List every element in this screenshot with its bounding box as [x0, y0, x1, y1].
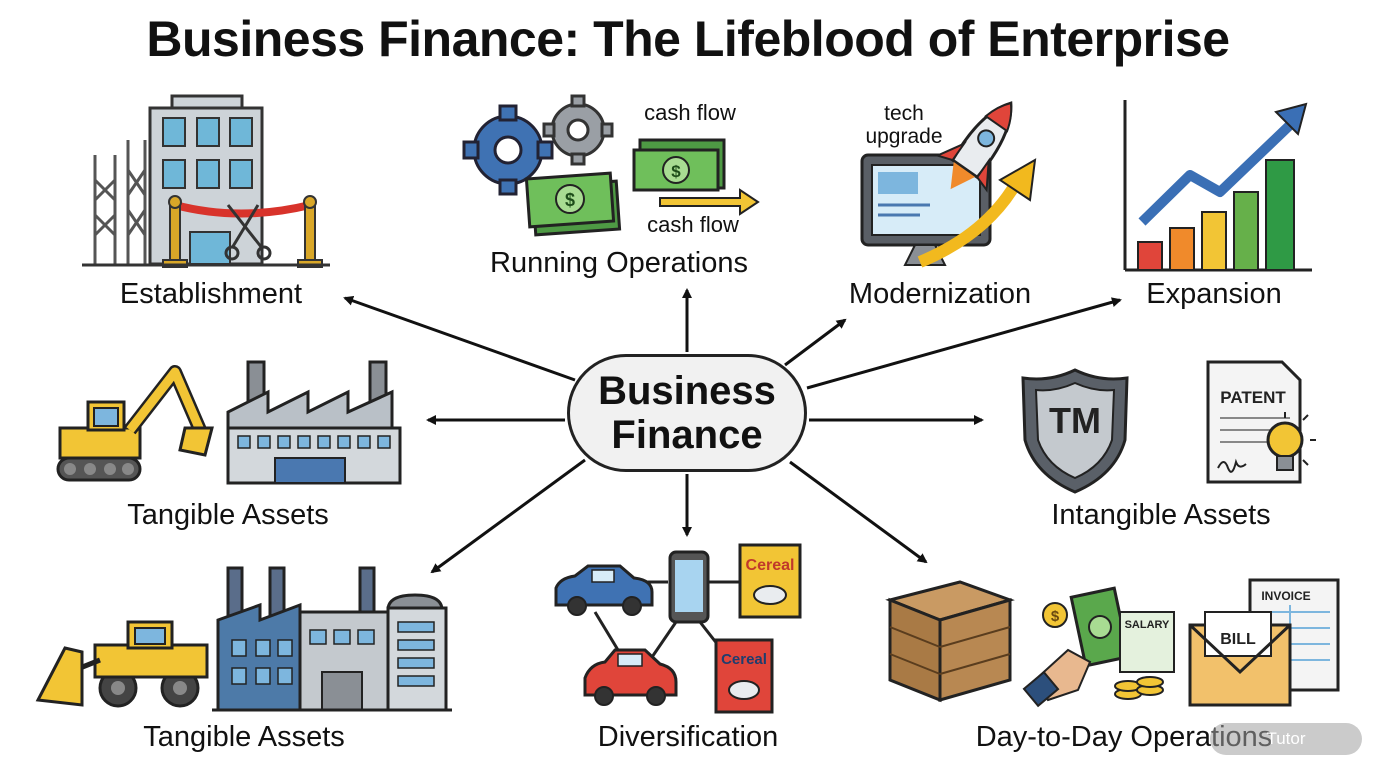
- chart-bar: [1169, 227, 1195, 271]
- rocket-icon: [934, 101, 1013, 193]
- arrow-tangible-assets-bottom: [430, 458, 586, 574]
- label-running-operations: Running Operations: [490, 247, 748, 279]
- svg-text:SALARY: SALARY: [1125, 619, 1170, 631]
- cash-flow-label: cash flow: [647, 212, 739, 237]
- arrow-modernization: [784, 318, 847, 367]
- label-diversification: Diversification: [597, 721, 779, 753]
- expansion-illustration: [1123, 100, 1312, 272]
- diversification-illustration: Cereal Cereal: [554, 543, 802, 714]
- chart-bar: [1233, 191, 1259, 271]
- smartphone-icon: [668, 550, 710, 624]
- factory-icon: [212, 566, 452, 712]
- hub-label-line1: Business: [598, 369, 776, 413]
- establishment-illustration: [82, 94, 330, 268]
- tangible-assets-top-illustration: [56, 360, 402, 485]
- intangible-assets-illustration: TM PATENT: [1021, 360, 1316, 494]
- cereal-box-icon: Cereal: [714, 638, 774, 714]
- chart-bar: [1137, 241, 1163, 271]
- cereal-box-icon: Cereal: [738, 543, 802, 619]
- svg-text:TM: TM: [1049, 400, 1101, 441]
- chart-bar: [1201, 211, 1227, 271]
- modernization-illustration: tech upgrade: [860, 101, 1037, 268]
- watermark-badge: Tutor: [1210, 723, 1362, 755]
- trademark-shield-icon: TM: [1021, 368, 1129, 494]
- svg-text:$: $: [671, 162, 681, 181]
- svg-text:Cereal: Cereal: [721, 651, 767, 668]
- cash-bills-icon: $ $: [524, 138, 726, 237]
- bulldozer-icon: [35, 620, 209, 708]
- label-tangible-assets-bottom: Tangible Assets: [143, 721, 345, 753]
- arrow-establishment: [343, 295, 576, 382]
- bill-envelope-icon: BILL: [1188, 611, 1292, 707]
- hub-label-line2: Finance: [611, 413, 763, 457]
- label-modernization: Modernization: [848, 278, 1032, 310]
- factory-icon: [226, 360, 402, 485]
- chart-bar: [1265, 159, 1295, 271]
- hub-node: Business Finance: [567, 354, 807, 472]
- svg-text:PATENT: PATENT: [1220, 388, 1286, 407]
- svg-text:tech: tech: [884, 102, 924, 125]
- gear-icon: [542, 94, 614, 166]
- running-operations-illustration: $ $ cash flow cash flow: [462, 94, 760, 237]
- arrow-expansion: [806, 297, 1122, 390]
- svg-text:upgrade: upgrade: [865, 125, 942, 148]
- crates-icon: [885, 580, 1015, 703]
- car-icon: [554, 564, 654, 616]
- svg-text:INVOICE: INVOICE: [1261, 589, 1310, 603]
- connector-arrows: [343, 288, 1122, 574]
- car-icon: [583, 648, 678, 706]
- label-expansion: Expansion: [1146, 278, 1282, 310]
- day-to-day-illustration: $ SALARY INVOICE: [885, 578, 1340, 708]
- svg-text:$: $: [565, 190, 575, 210]
- label-establishment: Establishment: [119, 278, 303, 310]
- svg-text:Cereal: Cereal: [746, 557, 795, 574]
- salary-hand-icon: $ SALARY: [1022, 586, 1175, 708]
- page-title: Business Finance: The Lifeblood of Enter…: [146, 11, 1230, 67]
- arrow-day-to-day: [789, 460, 928, 564]
- svg-text:$: $: [1051, 608, 1060, 625]
- lightbulb-icon: [1266, 412, 1316, 471]
- gear-icon: [462, 104, 554, 196]
- tangible-assets-bottom-illustration: [35, 566, 452, 712]
- svg-text:BILL: BILL: [1220, 631, 1256, 648]
- excavator-icon: [56, 365, 214, 482]
- label-intangible-assets: Intangible Assets: [1051, 499, 1271, 531]
- label-tangible-assets-top: Tangible Assets: [127, 499, 329, 531]
- cash-flow-label: cash flow: [644, 100, 736, 125]
